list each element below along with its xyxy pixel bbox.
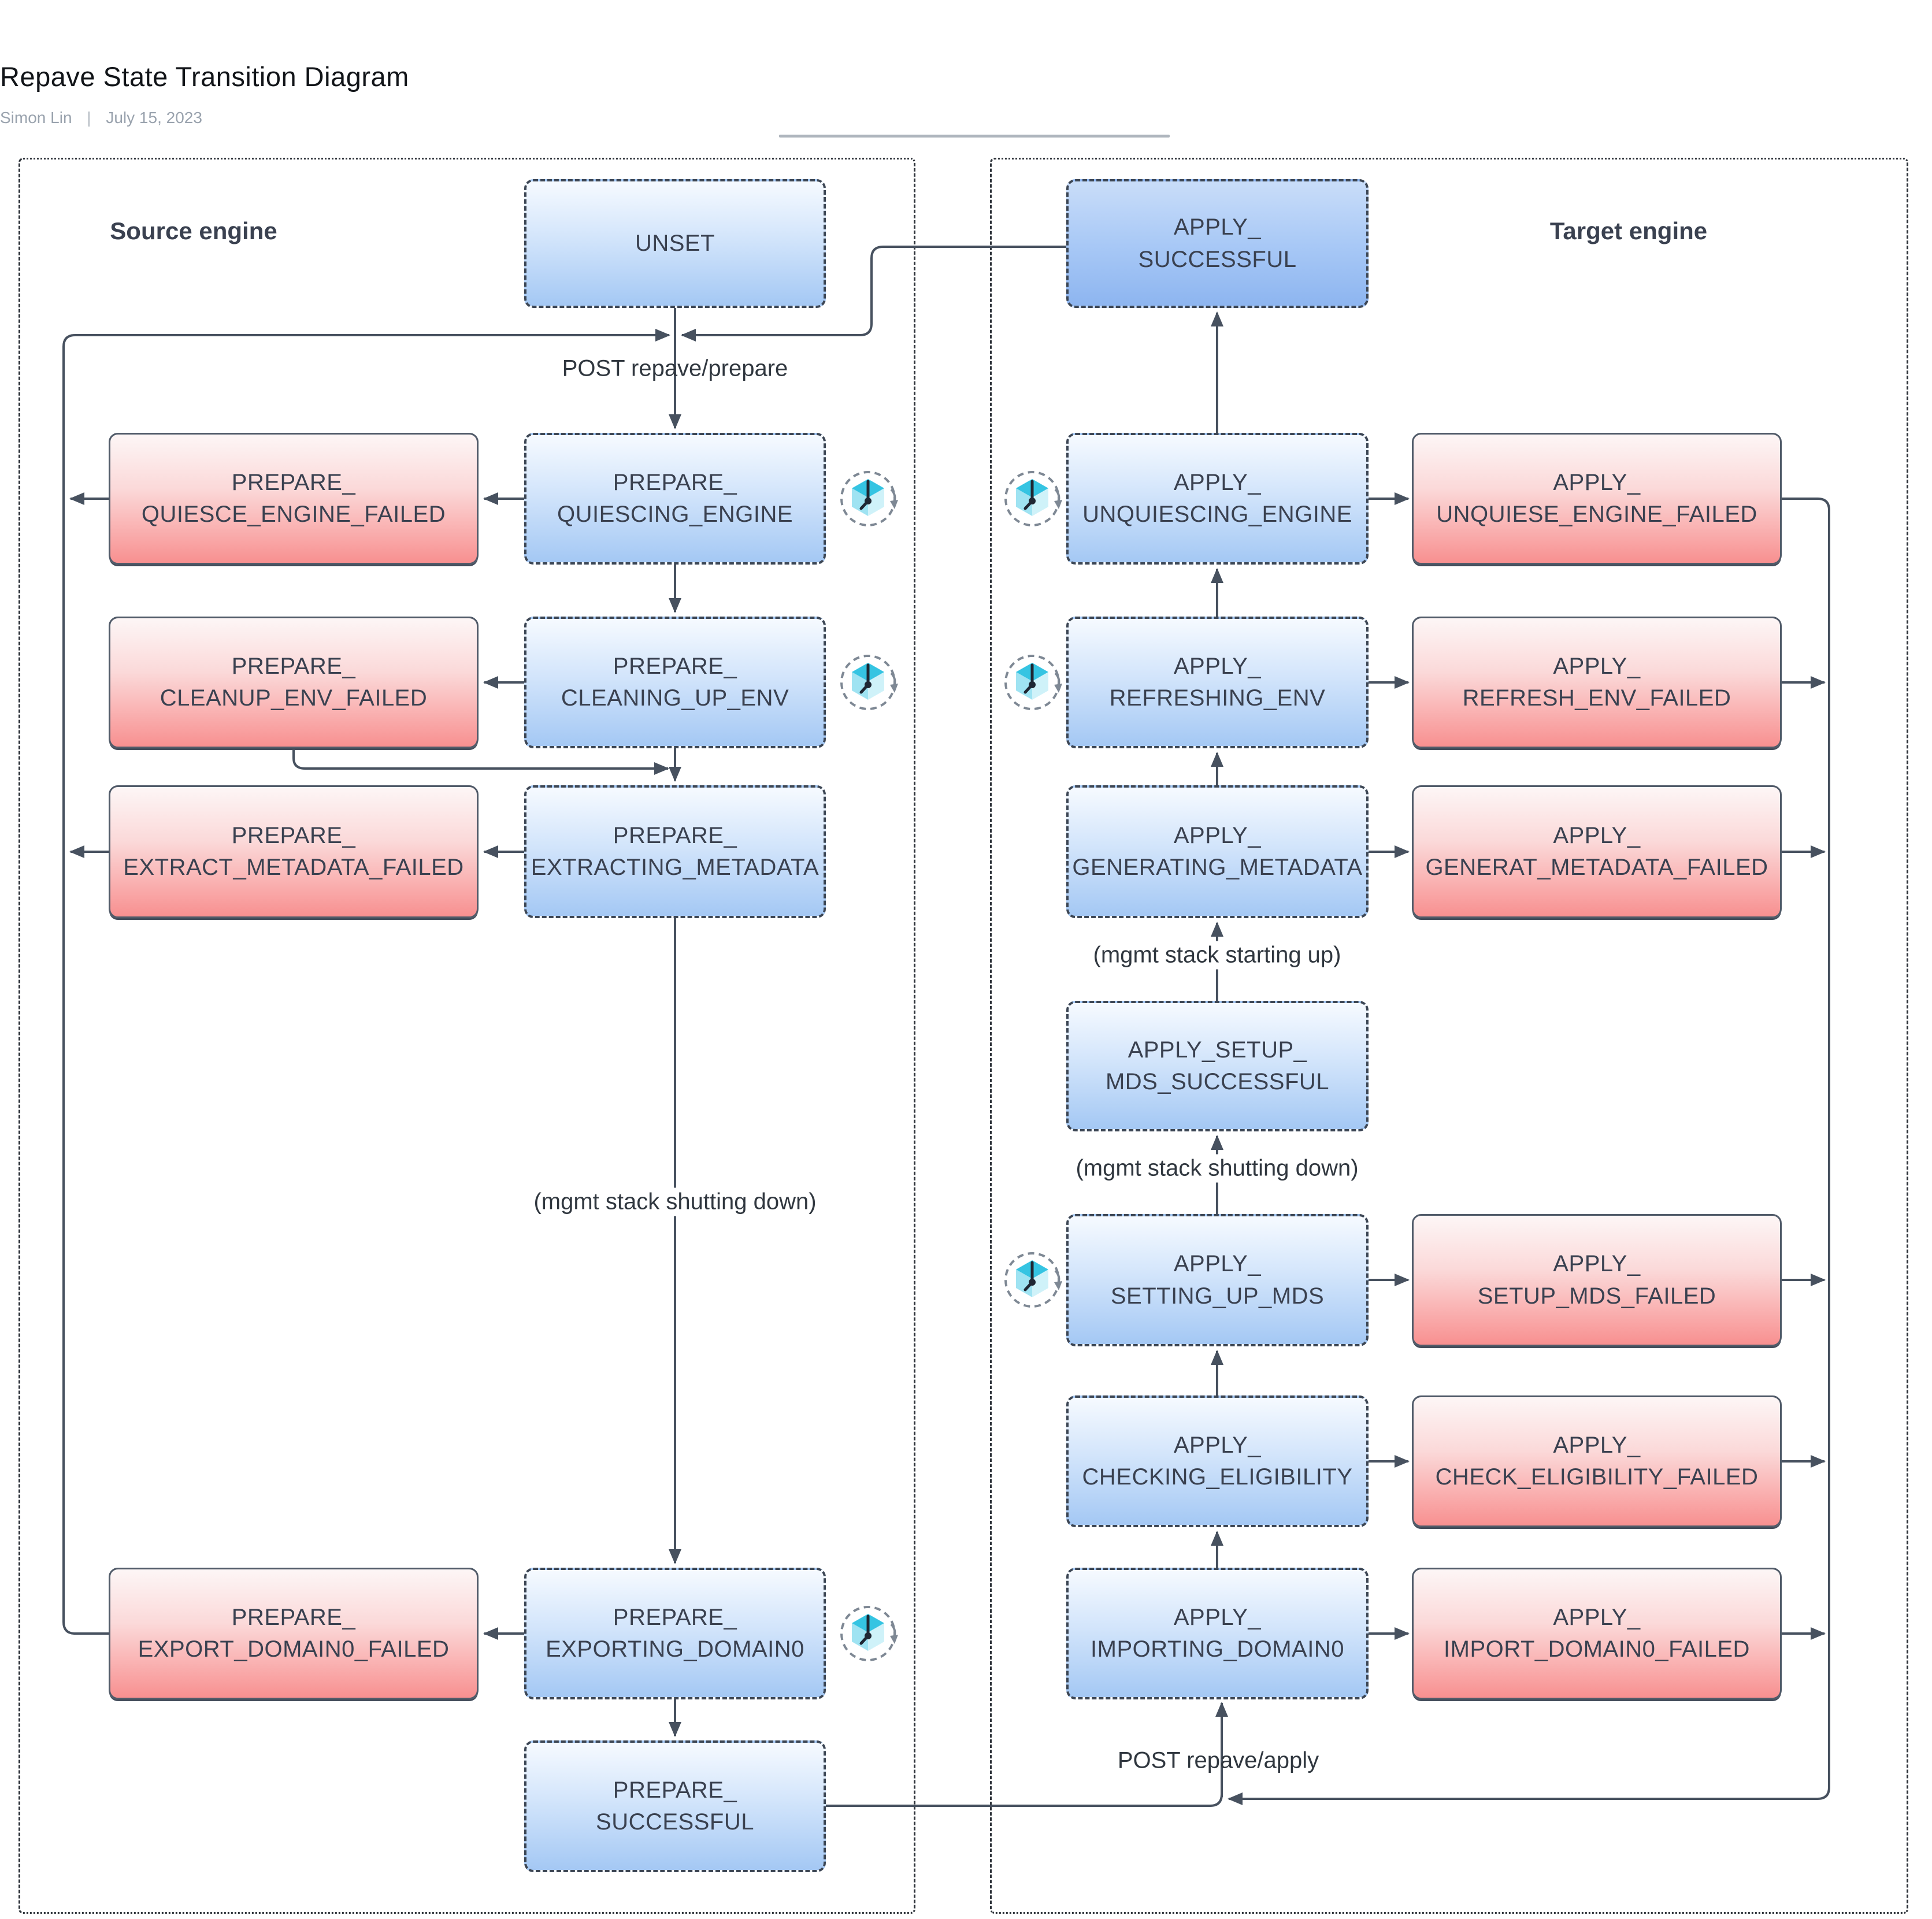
state-prepare-quiescing-engine: PREPARE_ QUIESCING_ENGINE xyxy=(524,433,826,565)
state-prepare-export-domain0-failed: PREPARE_ EXPORT_DOMAIN0_FAILED xyxy=(109,1568,479,1699)
source-engine-title: Source engine xyxy=(110,217,277,244)
state-prepare-extract-metadata-failed: PREPARE_ EXTRACT_METADATA_FAILED xyxy=(109,785,479,918)
state-apply-setting-up-mds: APPLY_ SETTING_UP_MDS xyxy=(1066,1214,1369,1346)
edge-retry-rail-source xyxy=(62,329,670,1635)
edge-retry-rail-target xyxy=(1228,498,1830,1805)
state-label: APPLY_ REFRESH_ENV_FAILED xyxy=(1462,653,1731,711)
state-label: PREPARE_ QUIESCE_ENGINE_FAILED xyxy=(141,469,446,527)
state-apply-refreshing-env: APPLY_ REFRESHING_ENV xyxy=(1066,617,1369,748)
in-progress-icon xyxy=(841,1607,898,1660)
state-apply-check-eligibility-failed: APPLY_ CHECK_ELIGIBILITY_FAILED xyxy=(1412,1395,1782,1527)
state-apply-generating-metadata: APPLY_ GENERATING_METADATA xyxy=(1066,785,1369,918)
state-label: PREPARE_ EXTRACTING_METADATA xyxy=(531,822,819,880)
edge-label-mgmt-stack-shutting-down-source: (mgmt stack shutting down) xyxy=(529,1187,821,1216)
in-progress-icon xyxy=(1006,472,1062,525)
state-apply-import-domain0-failed: APPLY_ IMPORT_DOMAIN0_FAILED xyxy=(1412,1568,1782,1699)
state-prepare-successful: PREPARE_ SUCCESSFUL xyxy=(524,1740,826,1872)
subtitle-separator: | xyxy=(87,109,91,127)
edge-label-post-repave-apply: POST repave/apply xyxy=(1117,1747,1319,1773)
edge-label-mgmt-stack-starting-up: (mgmt stack starting up) xyxy=(1088,941,1346,970)
state-apply-importing-domain0: APPLY_ IMPORTING_DOMAIN0 xyxy=(1066,1568,1369,1699)
state-label: UNSET xyxy=(635,230,715,256)
state-apply-setup-mds-successful: APPLY_SETUP_ MDS_SUCCESSFUL xyxy=(1066,1001,1369,1131)
state-apply-generat-metadata-failed: APPLY_ GENERAT_METADATA_FAILED xyxy=(1412,785,1782,918)
state-label: APPLY_ GENERATING_METADATA xyxy=(1072,822,1363,880)
state-apply-unquiese-engine-failed: APPLY_ UNQUIESE_ENGINE_FAILED xyxy=(1412,433,1782,565)
page-subtitle: Simon Lin | July 15, 2023 xyxy=(0,109,1932,127)
state-label: PREPARE_ EXPORT_DOMAIN0_FAILED xyxy=(138,1604,450,1662)
diagram-date: July 15, 2023 xyxy=(106,109,202,127)
state-label: APPLY_ CHECKING_ELIGIBILITY xyxy=(1082,1432,1353,1490)
state-apply-refresh-env-failed: APPLY_ REFRESH_ENV_FAILED xyxy=(1412,617,1782,748)
state-label: APPLY_ SUCCESSFUL xyxy=(1138,214,1297,272)
edge-cleanup-failed-merge xyxy=(292,748,669,775)
state-label: APPLY_ GENERAT_METADATA_FAILED xyxy=(1425,822,1768,880)
title-underline xyxy=(779,135,1170,138)
target-engine-container xyxy=(990,158,1908,1914)
state-prepare-extracting-metadata: PREPARE_ EXTRACTING_METADATA xyxy=(524,785,826,918)
state-label: APPLY_ IMPORTING_DOMAIN0 xyxy=(1091,1604,1344,1662)
in-progress-icon xyxy=(1006,656,1062,709)
state-prepare-cleaning-up-env: PREPARE_ CLEANING_UP_ENV xyxy=(524,617,826,748)
state-prepare-exporting-domain0: PREPARE_ EXPORTING_DOMAIN0 xyxy=(524,1568,826,1699)
state-apply-unquiescing-engine: APPLY_ UNQUIESCING_ENGINE xyxy=(1066,433,1369,565)
state-label: APPLY_ SETUP_MDS_FAILED xyxy=(1477,1251,1716,1309)
edge-label-post-repave-prepare: POST repave/prepare xyxy=(562,355,788,381)
in-progress-icon xyxy=(1006,1253,1062,1306)
state-prepare-quiesce-engine-failed: PREPARE_ QUIESCE_ENGINE_FAILED xyxy=(109,433,479,565)
edge-label-mgmt-stack-shutting-down-target: (mgmt stack shutting down) xyxy=(1071,1154,1363,1183)
state-label: PREPARE_ EXTRACT_METADATA_FAILED xyxy=(123,822,464,880)
state-label: APPLY_ UNQUIESE_ENGINE_FAILED xyxy=(1436,469,1757,527)
edge-apply-success-to-prepare-junction xyxy=(681,246,1066,342)
state-label: PREPARE_ SUCCESSFUL xyxy=(596,1777,754,1835)
state-apply-setup-mds-failed: APPLY_ SETUP_MDS_FAILED xyxy=(1412,1214,1782,1346)
in-progress-icon xyxy=(841,472,898,525)
state-label: PREPARE_ CLEANING_UP_ENV xyxy=(561,653,789,711)
state-apply-checking-eligibility: APPLY_ CHECKING_ELIGIBILITY xyxy=(1066,1395,1369,1527)
state-label: PREPARE_ EXPORTING_DOMAIN0 xyxy=(546,1604,804,1662)
state-apply-successful: APPLY_ SUCCESSFUL xyxy=(1066,179,1369,308)
edge-prepare-success-to-apply-junction xyxy=(826,1794,1223,1807)
state-label: APPLY_ IMPORT_DOMAIN0_FAILED xyxy=(1444,1604,1750,1662)
state-label: PREPARE_ QUIESCING_ENGINE xyxy=(557,469,793,527)
state-label: APPLY_ UNQUIESCING_ENGINE xyxy=(1082,469,1352,527)
author-name: Simon Lin xyxy=(0,109,72,127)
state-label: PREPARE_ CLEANUP_ENV_FAILED xyxy=(160,653,428,711)
page-title: Repave State Transition Diagram xyxy=(0,61,409,92)
state-label: APPLY_ SETTING_UP_MDS xyxy=(1110,1251,1325,1309)
source-engine-container xyxy=(18,158,915,1914)
state-label: APPLY_SETUP_ MDS_SUCCESSFUL xyxy=(1105,1037,1330,1094)
state-label: APPLY_ REFRESHING_ENV xyxy=(1109,653,1326,711)
state-label: APPLY_ CHECK_ELIGIBILITY_FAILED xyxy=(1435,1432,1759,1490)
state-prepare-cleanup-env-failed: PREPARE_ CLEANUP_ENV_FAILED xyxy=(109,617,479,748)
state-unset: UNSET xyxy=(524,179,826,308)
in-progress-icon xyxy=(841,656,898,709)
target-engine-title: Target engine xyxy=(1549,217,1708,244)
